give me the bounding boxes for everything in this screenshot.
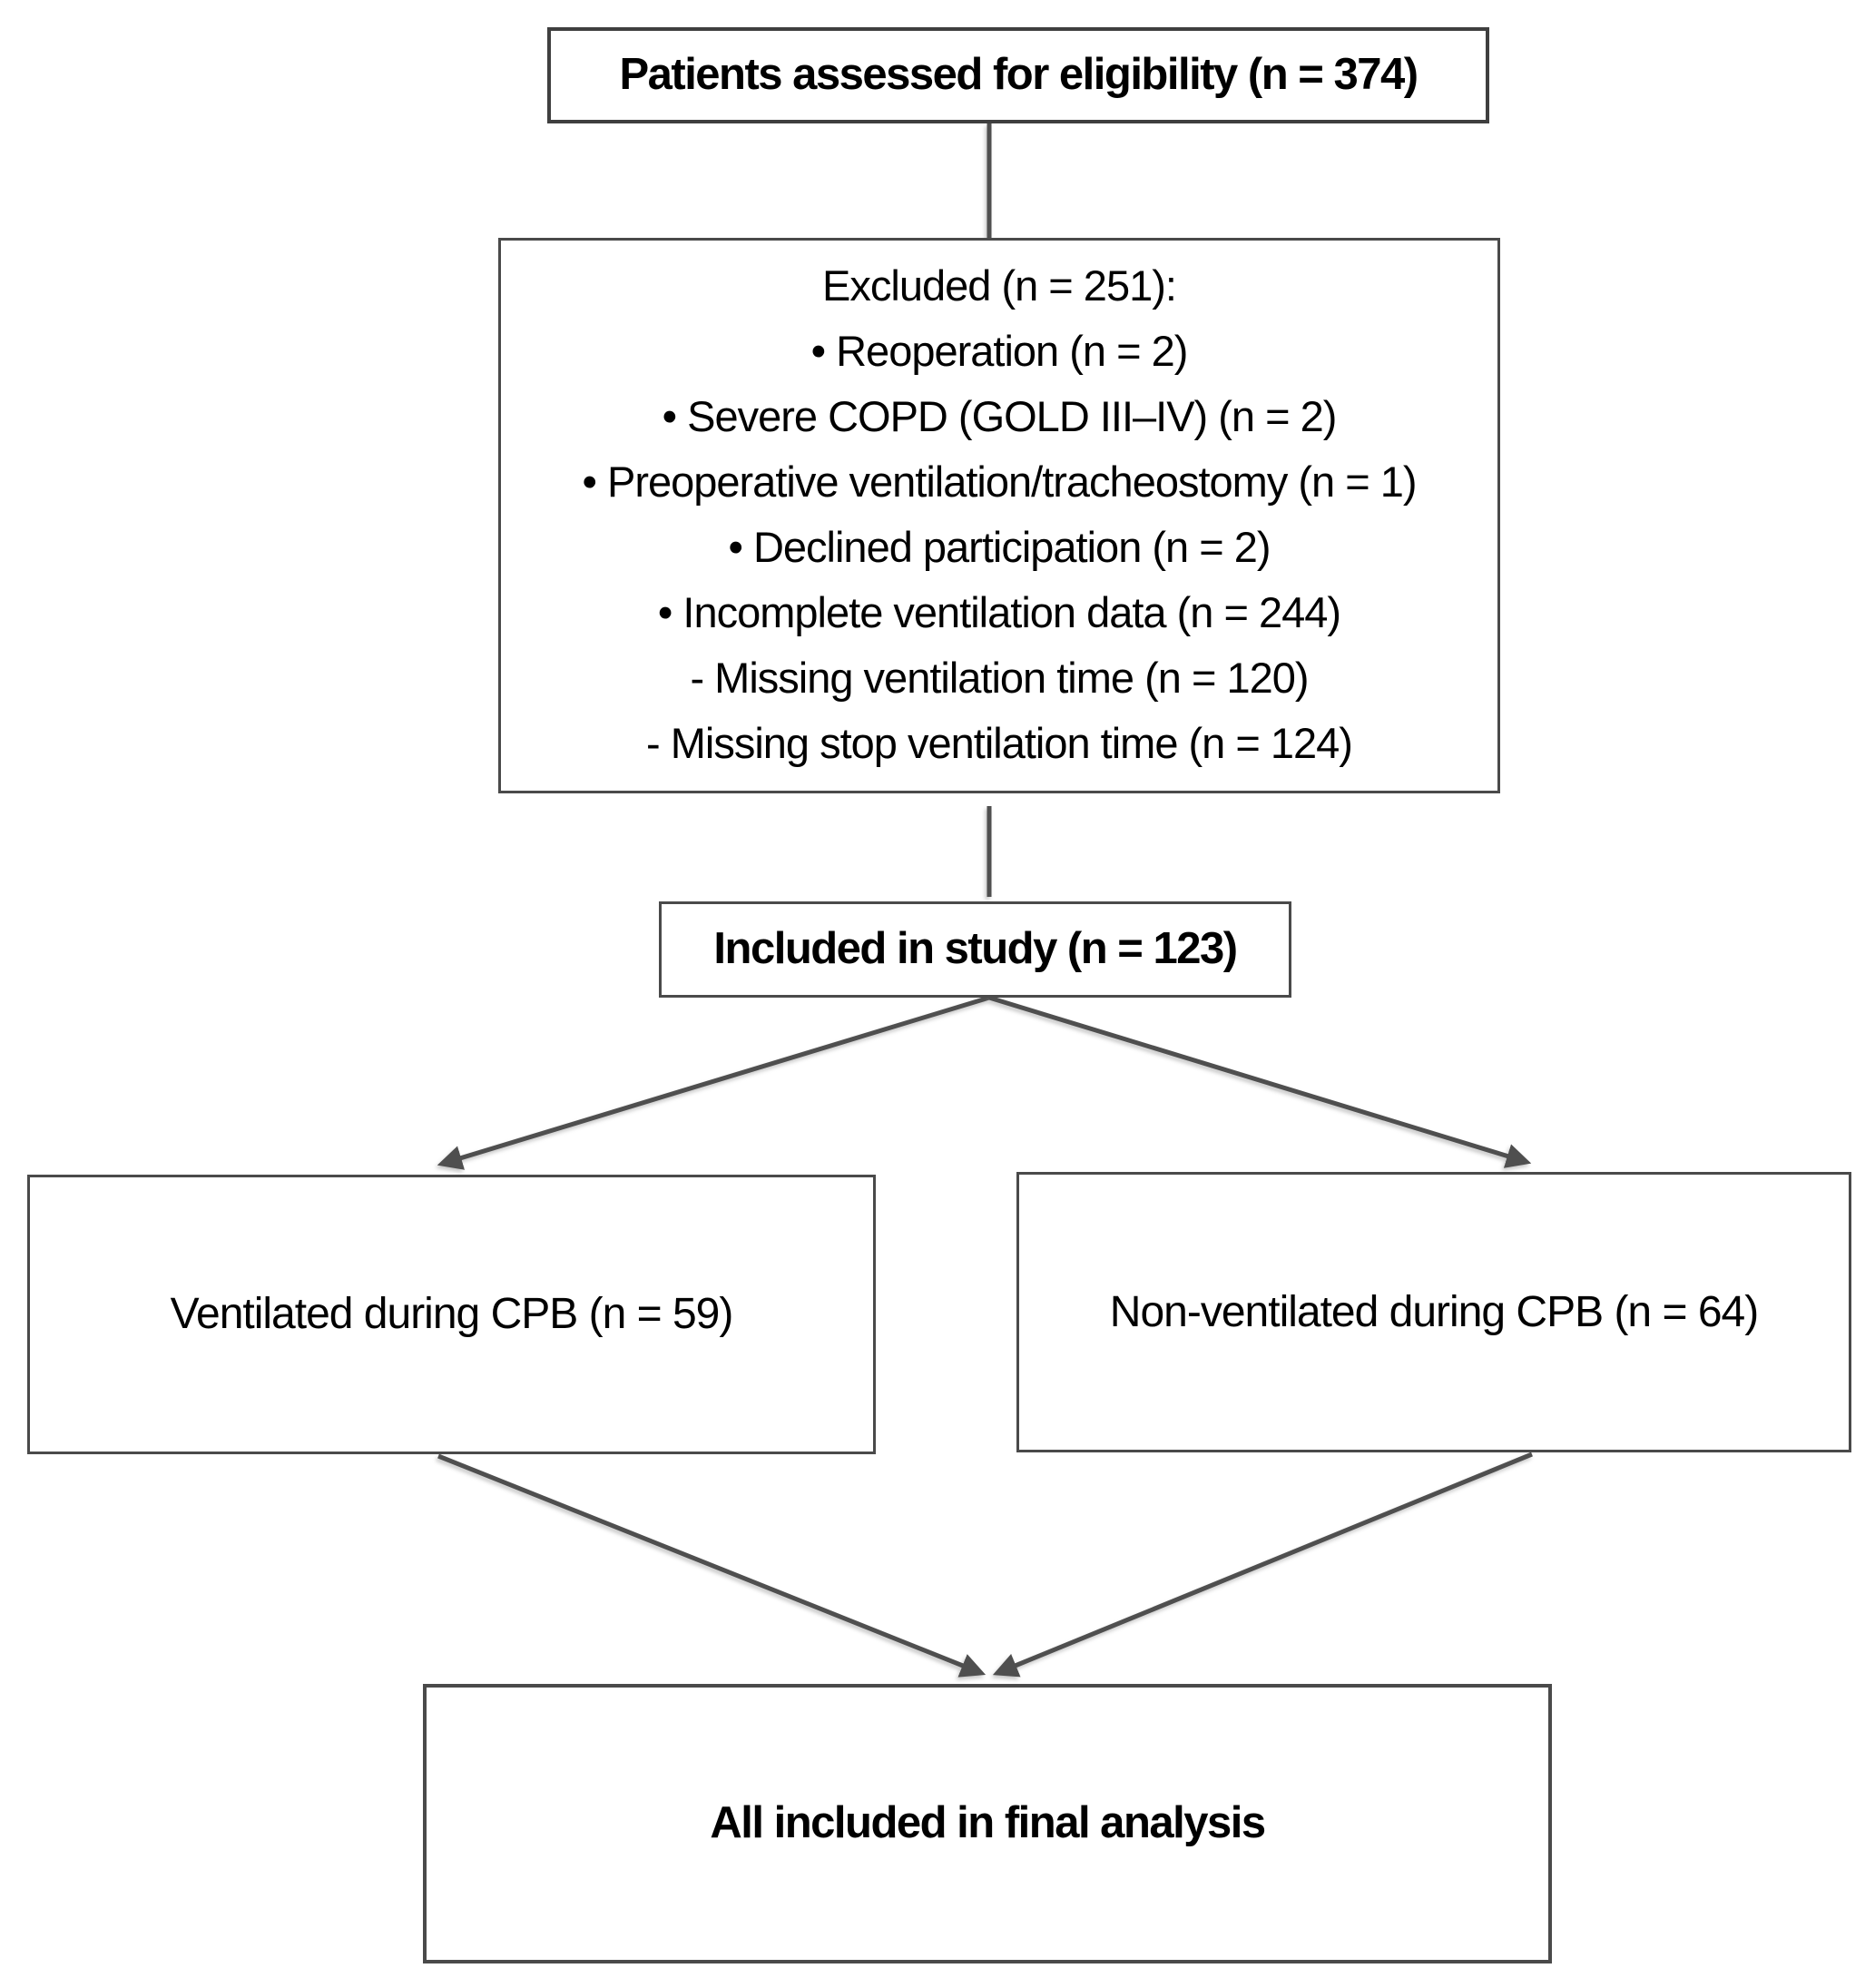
final-analysis-label: All included in final analysis xyxy=(710,1798,1266,1848)
eligibility-label: Patients assessed for eligibility (n = 3… xyxy=(619,50,1419,100)
excluded-item: • Severe COPD (GOLD III–IV) (n = 2) xyxy=(662,392,1338,440)
excluded-heading: Excluded (n = 251): xyxy=(822,261,1177,310)
excluded-item: • Preoperative ventilation/tracheostomy … xyxy=(582,458,1417,506)
arrow-included-to-ventilated xyxy=(437,995,990,1170)
ventilated-node: Ventilated during CPB (n = 59) xyxy=(27,1175,876,1454)
final-analysis-node: All included in final analysis xyxy=(423,1684,1552,1963)
arrow-non-ventilated-to-final xyxy=(992,1452,1533,1678)
excluded-subitem: - Missing stop ventilation time (n = 124… xyxy=(646,719,1353,767)
excluded-item: • Reoperation (n = 2) xyxy=(810,327,1189,375)
excluded-subitem: - Missing ventilation time (n = 120) xyxy=(690,654,1309,702)
arrow-included-to-non-ventilated xyxy=(988,995,1532,1168)
non-ventilated-label: Non-ventilated during CPB (n = 64) xyxy=(1109,1287,1759,1336)
included-label: Included in study (n = 123) xyxy=(713,924,1238,974)
eligibility-node: Patients assessed for eligibility (n = 3… xyxy=(547,27,1489,123)
non-ventilated-node: Non-ventilated during CPB (n = 64) xyxy=(1016,1172,1851,1452)
ventilated-label: Ventilated during CPB (n = 59) xyxy=(170,1290,734,1338)
excluded-item: • Incomplete ventilation data (n = 244) xyxy=(657,588,1341,636)
included-node: Included in study (n = 123) xyxy=(659,901,1291,998)
excluded-node: Excluded (n = 251): • Reoperation (n = 2… xyxy=(498,238,1500,793)
arrow-ventilated-to-final xyxy=(437,1453,987,1678)
excluded-item: • Declined participation (n = 2) xyxy=(728,523,1271,571)
